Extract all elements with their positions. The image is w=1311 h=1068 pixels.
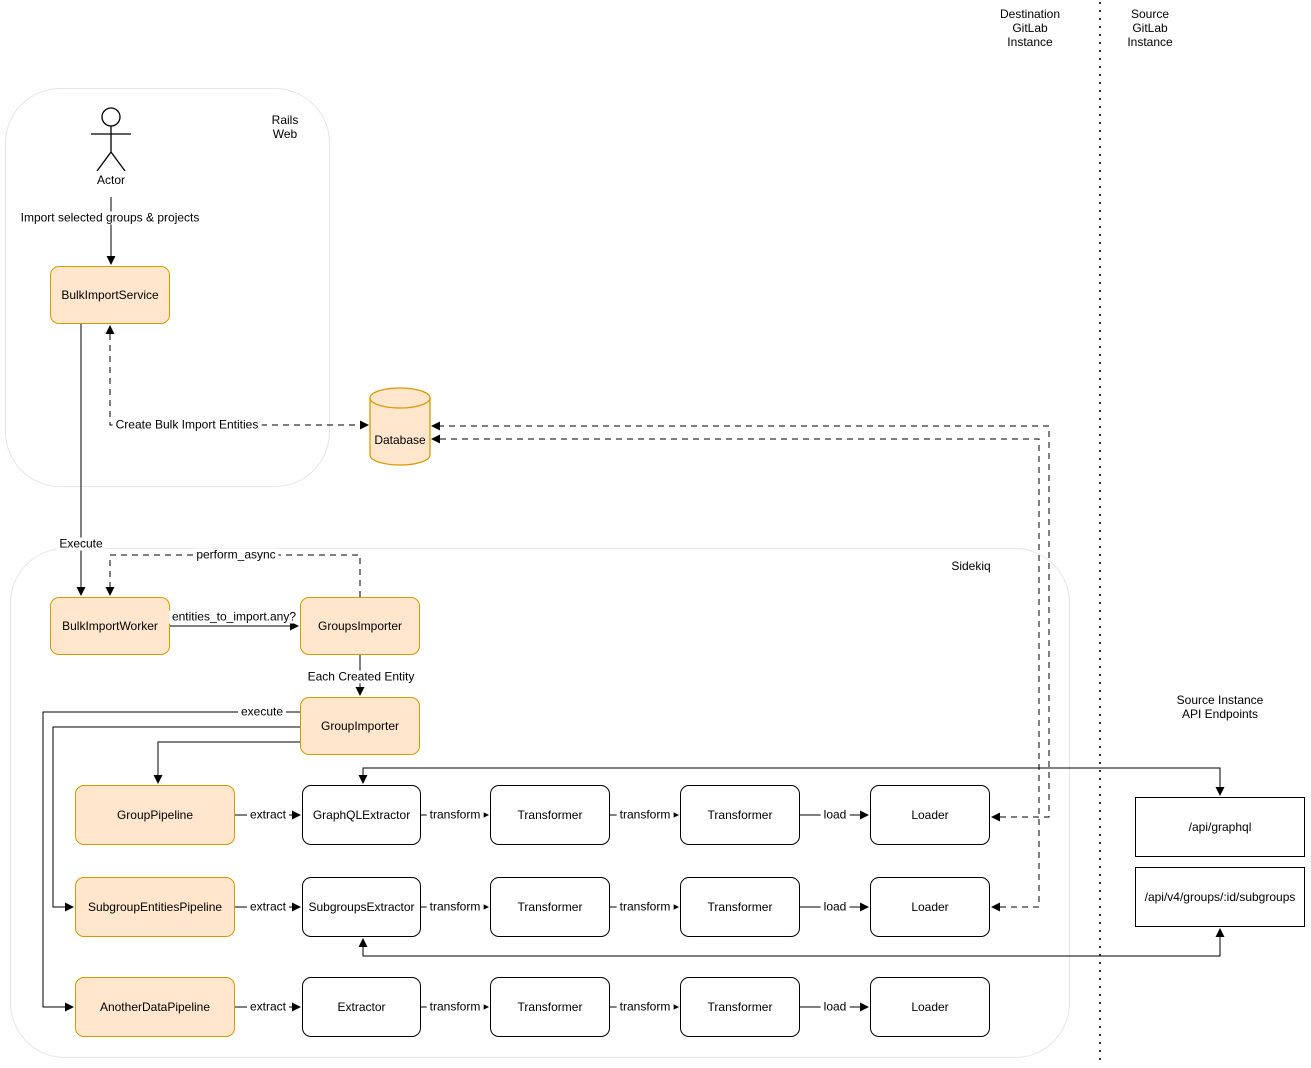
source-instance-label: Source GitLab Instance xyxy=(1127,7,1173,49)
node-transformer-3-2: Transformer xyxy=(680,977,800,1037)
edge-label-load-row3: load xyxy=(820,1000,850,1014)
rails-web-label: Rails Web xyxy=(271,113,299,141)
edge-label-transform1-row3: transform xyxy=(426,1000,484,1014)
node-extractor: Extractor xyxy=(302,977,421,1037)
edge-label-execute-pipelines: execute xyxy=(237,705,287,719)
sidekiq-label: Sidekiq xyxy=(951,559,991,573)
edge-execute-anotherdatapipeline xyxy=(42,711,300,1008)
edge-label-extract-row3: extract xyxy=(246,1000,290,1014)
edge-label-execute: Execute xyxy=(56,537,106,551)
node-graphql-extractor: GraphQLExtractor xyxy=(302,785,421,845)
edge-create-entities xyxy=(109,334,360,426)
actor-figure xyxy=(91,107,131,172)
node-groups-importer: GroupsImporter xyxy=(300,597,420,655)
node-loader-2: Loader xyxy=(870,877,990,937)
node-transformer-2-1: Transformer xyxy=(490,877,610,937)
edge-label-extract-row1: extract xyxy=(246,808,290,822)
edge-subgroupsextractor-apisubgroups xyxy=(362,937,1221,957)
node-loader-3: Loader xyxy=(870,977,990,1037)
node-another-data-pipeline: AnotherDataPipeline xyxy=(75,977,235,1037)
edge-label-perform-async: perform_async xyxy=(193,548,279,562)
edge-label-each-created-entity: Each Created Entity xyxy=(304,670,418,684)
edge-label-load-row2: load xyxy=(820,900,850,914)
edge-label-create-entities: Create Bulk Import Entities xyxy=(112,418,262,432)
actor-label: Actor xyxy=(96,173,126,187)
node-loader-1: Loader xyxy=(870,785,990,845)
edge-label-import-selected: Import selected groups & projects xyxy=(17,211,203,225)
database-cylinder xyxy=(369,387,431,466)
edge-label-transform1-row1: transform xyxy=(426,808,484,822)
node-group-importer: GroupImporter xyxy=(300,697,420,755)
edge-label-extract-row2: extract xyxy=(246,900,290,914)
edge-label-transform2-row1: transform xyxy=(616,808,674,822)
edge-graphqlextractor-apigraphql xyxy=(362,767,1221,787)
edge-label-transform2-row2: transform xyxy=(616,900,674,914)
node-group-pipeline: GroupPipeline xyxy=(75,785,235,845)
node-transformer-3-1: Transformer xyxy=(490,977,610,1037)
arrowheads xyxy=(65,256,1225,1012)
edge-execute-subgrouppipeline xyxy=(52,726,300,908)
node-transformer-2-2: Transformer xyxy=(680,877,800,937)
node-bulk-import-worker: BulkImportWorker xyxy=(50,597,170,655)
edge-label-entities-to-import: entities_to_import.any? xyxy=(168,610,300,624)
edge-loader2-database xyxy=(440,438,1040,908)
node-subgroups-extractor: SubgroupsExtractor xyxy=(302,877,421,937)
edge-label-transform2-row3: transform xyxy=(616,1000,674,1014)
edge-label-transform1-row2: transform xyxy=(426,900,484,914)
node-transformer-1-2: Transformer xyxy=(680,785,800,845)
destination-instance-label: Destination GitLab Instance xyxy=(999,7,1061,49)
node-subgroup-entities-pipeline: SubgroupEntitiesPipeline xyxy=(75,877,235,937)
edge-loader1-database xyxy=(440,425,1050,818)
edge-execute-grouppipeline xyxy=(157,741,300,775)
node-api-graphql: /api/graphql xyxy=(1135,797,1305,857)
node-transformer-1-1: Transformer xyxy=(490,785,610,845)
node-bulk-import-service: BulkImportService xyxy=(50,266,170,324)
node-api-subgroups: /api/v4/groups/:id/subgroups xyxy=(1135,867,1305,927)
edge-label-load-row1: load xyxy=(820,808,850,822)
api-endpoints-label: Source Instance API Endpoints xyxy=(1176,693,1264,721)
database-label: Database xyxy=(374,433,426,447)
